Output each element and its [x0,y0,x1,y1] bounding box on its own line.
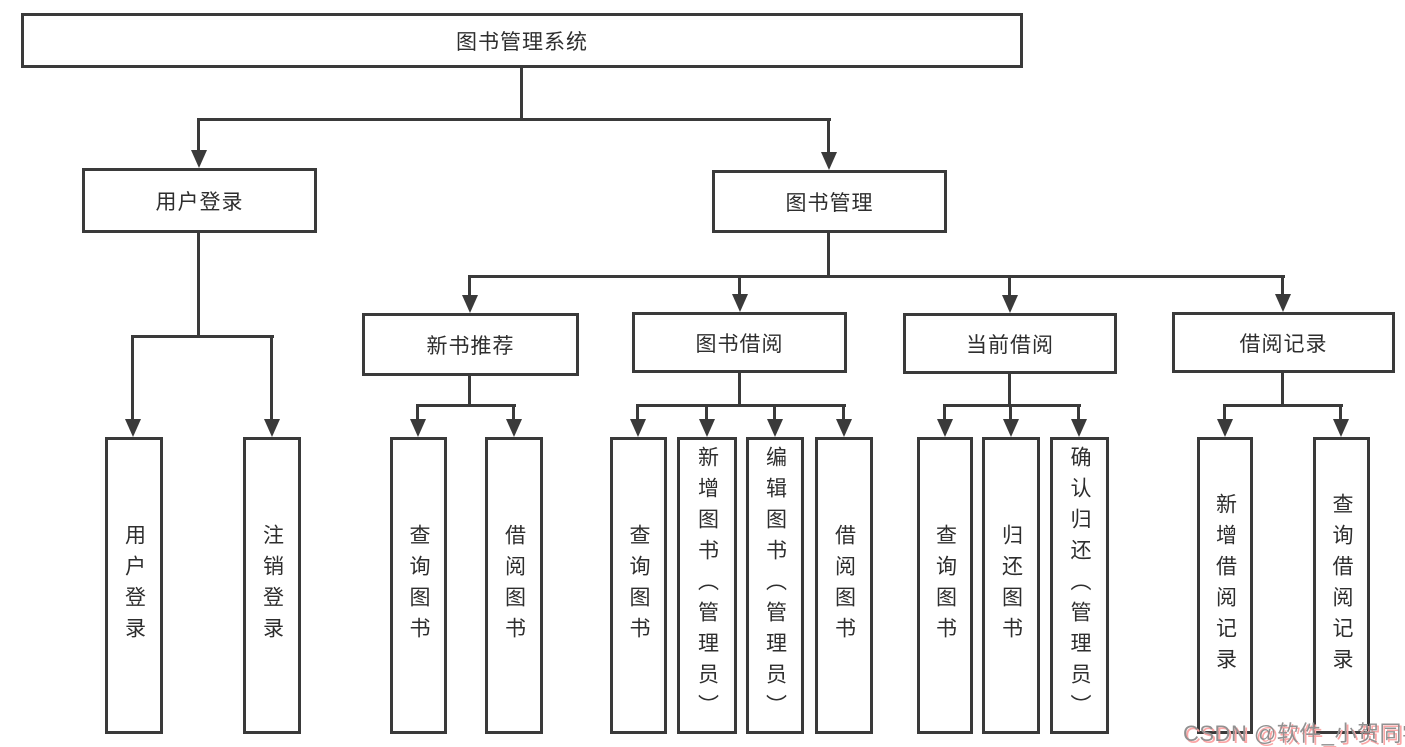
leaf-confirm-return-admin-label: 确认归还（管理员） [1068,446,1091,725]
connector-line [197,118,200,152]
connector-line [1077,404,1080,421]
arrow-down-icon [410,419,426,437]
arrow-down-icon [264,419,280,437]
connector-line [738,373,741,404]
connector-line [1281,275,1284,297]
connector-line [197,233,200,335]
arrow-down-icon [1333,419,1349,437]
leaf-return-book: 归还图书 [982,437,1040,734]
connector-line [468,376,471,404]
leaf-borrow-book-2-label: 借阅图书 [832,523,856,648]
leaf-add-borrow-record: 新增借阅记录 [1197,437,1253,734]
connector-line [1281,373,1284,404]
leaf-add-book-admin: 新增图书（管理员） [677,437,737,734]
arrow-down-icon [125,419,141,437]
node-book-borrow-label: 图书借阅 [695,332,784,356]
leaf-user-login: 用户登录 [105,437,163,734]
leaf-query-book-1-label: 查询图书 [407,523,430,648]
arrow-down-icon [1003,419,1019,437]
leaf-add-borrow-record-label: 新增借阅记录 [1213,492,1237,679]
connector-line [131,335,134,421]
connector-line [468,275,471,297]
connector-line [416,404,419,421]
connector-line [1339,404,1342,421]
arrow-down-icon [506,419,522,437]
arrow-down-icon [836,419,852,437]
node-user-login: 用户登录 [82,168,317,233]
csdn-watermark: CSDN @软件_小贺同学 [1183,721,1405,746]
arrow-down-icon [1002,295,1018,313]
connector-line [1009,404,1012,421]
connector-line [468,275,1285,278]
node-user-login-label: 用户登录 [155,190,244,214]
leaf-query-borrow-record-label: 查询借阅记录 [1330,492,1353,679]
connector-line [773,404,776,421]
leaf-confirm-return-admin: 确认归还（管理员） [1050,437,1109,734]
node-borrow-record: 借阅记录 [1172,312,1395,373]
arrow-down-icon [821,152,837,170]
connector-line [943,404,946,421]
node-book-management-label: 图书管理 [785,191,874,215]
arrow-down-icon [630,419,646,437]
connector-line [943,404,1081,407]
connector-line [827,118,830,154]
node-borrow-record-label: 借阅记录 [1239,332,1328,356]
connector-line [842,404,845,421]
connector-line [270,335,273,421]
leaf-query-book-1: 查询图书 [390,437,447,734]
connector-line [1008,374,1011,404]
connector-line [416,404,516,407]
leaf-logout: 注销登录 [243,437,301,734]
leaf-edit-book-admin: 编辑图书（管理员） [746,437,804,734]
leaf-borrow-book-1: 借阅图书 [485,437,543,734]
leaf-query-book-3: 查询图书 [917,437,973,734]
node-current-borrow: 当前借阅 [903,313,1117,374]
leaf-borrow-book-1-label: 借阅图书 [502,523,526,648]
connector-line [636,404,639,421]
node-book-borrow: 图书借阅 [632,312,847,373]
arrow-down-icon [767,419,783,437]
leaf-query-book-3-label: 查询图书 [933,523,957,648]
arrow-down-icon [1071,419,1087,437]
connector-line [827,233,830,275]
connector-line [738,275,741,297]
leaf-query-book-2: 查询图书 [610,437,667,734]
connector-line [636,404,846,407]
leaf-add-book-admin-label: 新增图书（管理员） [695,446,719,725]
connector-line [198,118,831,121]
connector-line [1223,404,1226,421]
arrow-down-icon [732,294,748,312]
arrow-down-icon [1217,419,1233,437]
node-root: 图书管理系统 [21,13,1023,68]
connector-line [705,404,708,421]
leaf-query-book-2-label: 查询图书 [627,523,650,648]
connector-line [1223,404,1343,407]
node-new-book-recommend: 新书推荐 [362,313,579,376]
arrow-down-icon [937,419,953,437]
arrow-down-icon [462,295,478,313]
node-book-management: 图书管理 [712,170,947,233]
leaf-query-borrow-record: 查询借阅记录 [1313,437,1370,734]
node-new-book-recommend-label: 新书推荐 [426,334,515,358]
arrow-down-icon [1275,294,1291,312]
connector-line [131,335,274,338]
leaf-logout-label: 注销登录 [260,523,284,648]
node-current-borrow-label: 当前借阅 [966,333,1054,357]
arrow-down-icon [191,150,207,168]
arrow-down-icon [699,419,715,437]
leaf-user-login-label: 用户登录 [122,523,146,648]
leaf-return-book-label: 归还图书 [999,523,1023,648]
connector-line [520,68,523,118]
leaf-edit-book-admin-label: 编辑图书（管理员） [763,446,787,725]
connector-line [512,404,515,421]
leaf-borrow-book-2: 借阅图书 [815,437,873,734]
node-root-label: 图书管理系统 [456,30,588,54]
connector-line [1008,275,1011,297]
